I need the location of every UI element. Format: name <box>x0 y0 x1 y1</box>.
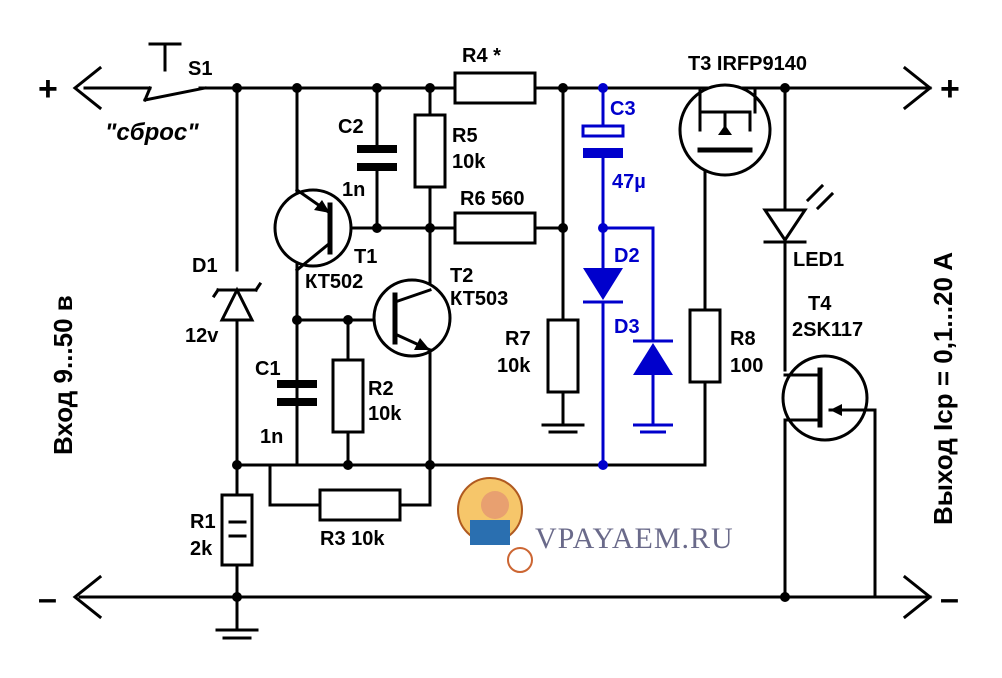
input-label: Вход 9...50 в <box>48 295 78 455</box>
label-r1-value: 2k <box>190 538 213 560</box>
label-t2-type: КТ503 <box>450 288 508 310</box>
brand-watermark: VPAYAEM.RU <box>535 522 734 555</box>
mascot-logo <box>457 477 533 573</box>
label-d1-value: 12v <box>185 325 219 347</box>
output-plus-sign: + <box>940 70 960 108</box>
resistor-r5 <box>413 113 447 189</box>
junction-dots <box>232 83 790 602</box>
label-c1-value: 1n <box>260 426 283 448</box>
label-r7-value: 10k <box>497 355 531 377</box>
label-r2: R2 <box>368 378 394 400</box>
resistor-r7 <box>541 86 585 434</box>
label-r3: R3 10k <box>320 528 385 550</box>
label-s1: S1 <box>188 58 212 80</box>
resistor-r8 <box>428 168 722 467</box>
label-r6: R6 560 <box>460 188 525 210</box>
label-t1: T1 <box>354 246 377 268</box>
switch-s1 <box>143 42 207 102</box>
label-d1: D1 <box>192 255 218 277</box>
label-r5: R5 <box>452 125 478 147</box>
label-t2: T2 <box>450 265 473 287</box>
left-branch <box>215 86 259 640</box>
resistor-r3 <box>268 463 432 522</box>
resistor-r4 <box>453 71 537 105</box>
label-c2-value: 1n <box>342 179 365 201</box>
label-d3: D3 <box>614 316 640 338</box>
led-t4-branch <box>762 86 877 599</box>
transistor-t1 <box>273 187 353 273</box>
label-t3: T3 IRFP9140 <box>688 53 807 75</box>
label-r4: R4 * <box>462 45 501 67</box>
blue-c3-d2-d3 <box>581 88 673 465</box>
resistor-r2 <box>331 358 365 434</box>
bottom-rail <box>72 574 933 620</box>
label-t1-type: КТ502 <box>305 271 363 293</box>
output-minus-sign: – <box>940 580 959 618</box>
input-plus-sign: + <box>38 70 58 108</box>
label-r8-value: 100 <box>730 355 763 377</box>
label-t4: T4 <box>808 293 832 315</box>
label-reset: "сброс" <box>105 119 199 146</box>
input-minus-sign: – <box>38 580 57 618</box>
label-c3-value: 47µ <box>612 171 646 193</box>
diode-d1 <box>211 281 263 322</box>
label-led1: LED1 <box>793 249 844 271</box>
resistor-r1 <box>220 493 254 567</box>
label-r5-value: 10k <box>452 151 486 173</box>
mosfet-t3 <box>678 83 772 177</box>
label-r1: R1 <box>190 511 216 533</box>
resistor-r6 <box>453 211 565 245</box>
transistor-t2 <box>372 278 452 467</box>
label-c1: C1 <box>255 358 281 380</box>
label-r8: R8 <box>730 328 756 350</box>
label-c3: C3 <box>610 98 636 120</box>
label-r2-value: 10k <box>368 403 402 425</box>
label-c2: C2 <box>338 116 364 138</box>
label-d2: D2 <box>614 245 640 267</box>
label-t4-type: 2SK117 <box>792 319 863 341</box>
label-r7: R7 <box>505 328 531 350</box>
output-label: Выход Icp = 0,1...20 A <box>928 252 958 525</box>
